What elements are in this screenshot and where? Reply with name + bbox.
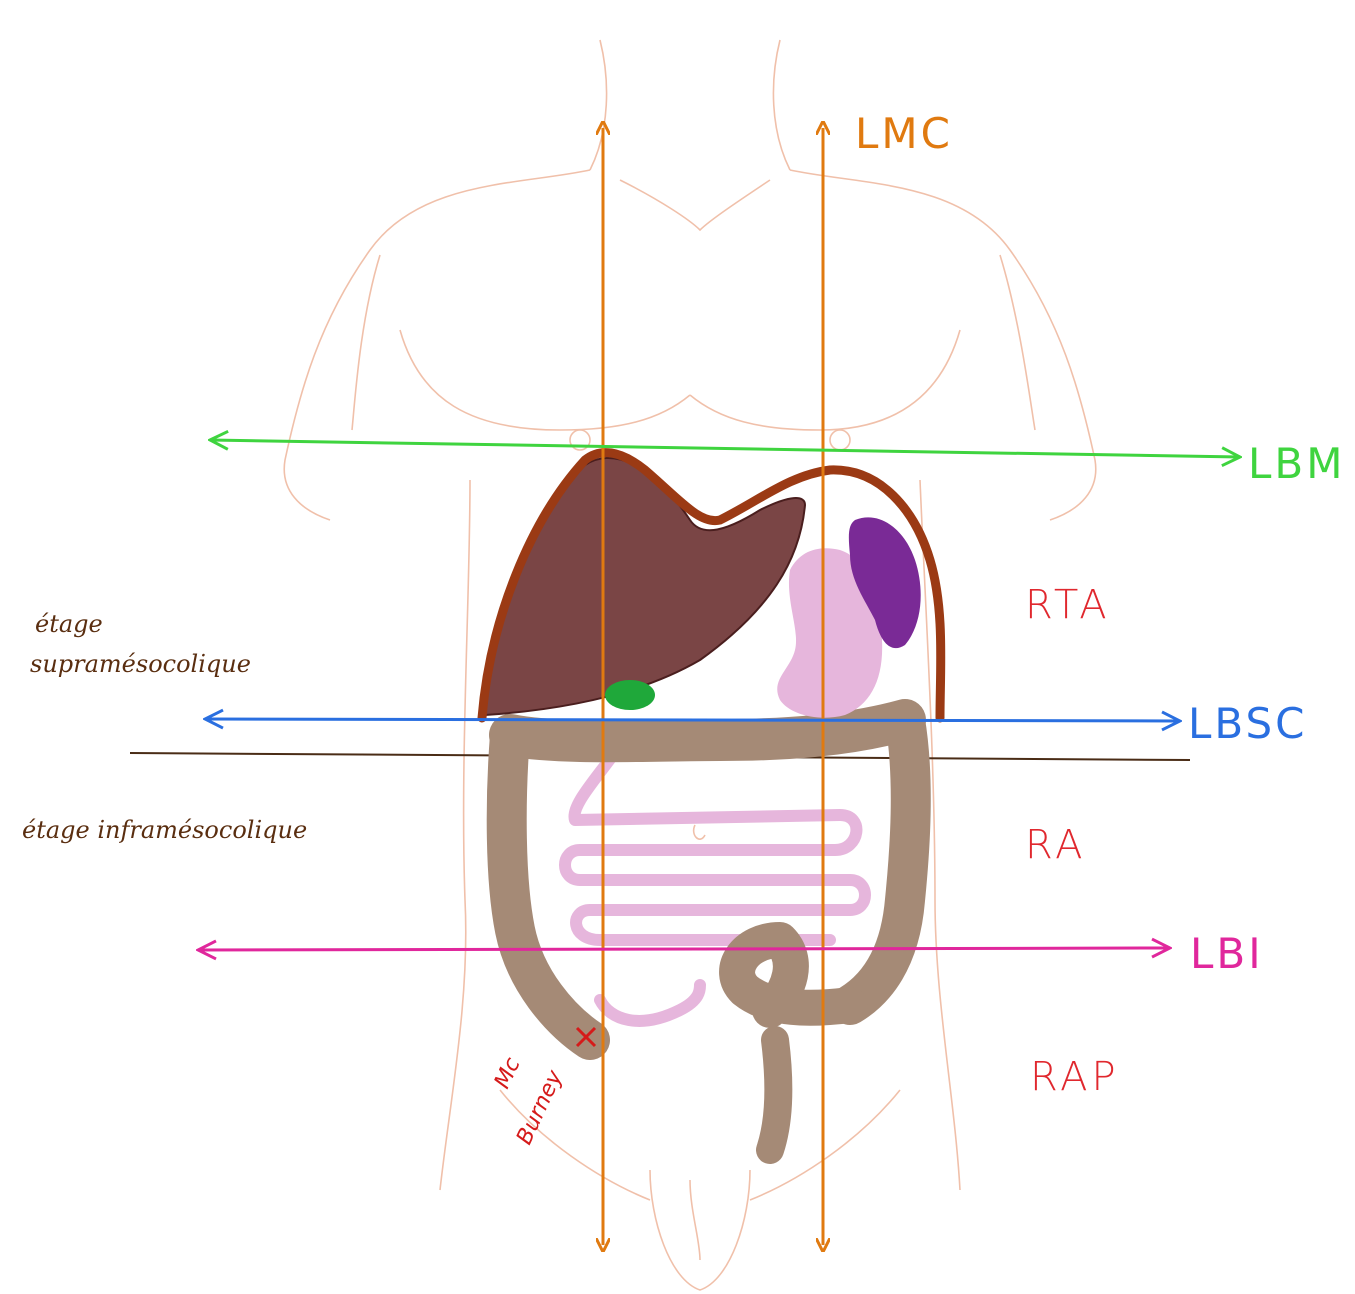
supramesocolic-label-line2: supramésocolique [30,650,251,678]
supramesocolic-label-line1: étage [35,610,103,638]
region-rap-label: RAP [1030,1054,1120,1100]
lbsc-label: LBSC [1188,699,1307,748]
lmc-label: LMC [855,109,953,158]
organs [482,453,941,1150]
lbm-line [210,440,1240,457]
lbsc-line [205,719,1180,721]
inframesocolic-label: étage inframésocolique [22,816,307,844]
mcburney-label-line2: Burney [512,1066,568,1149]
region-ra-label: RA [1025,822,1087,868]
gallbladder [605,680,655,710]
region-rta-label: RTA [1025,582,1111,628]
lbi-label: LBI [1190,929,1264,978]
mcburney-label-line1: Mc [490,1054,526,1093]
lbi-line [198,948,1170,950]
lbm-label: LBM [1248,439,1345,488]
small-intestine [565,745,865,1021]
